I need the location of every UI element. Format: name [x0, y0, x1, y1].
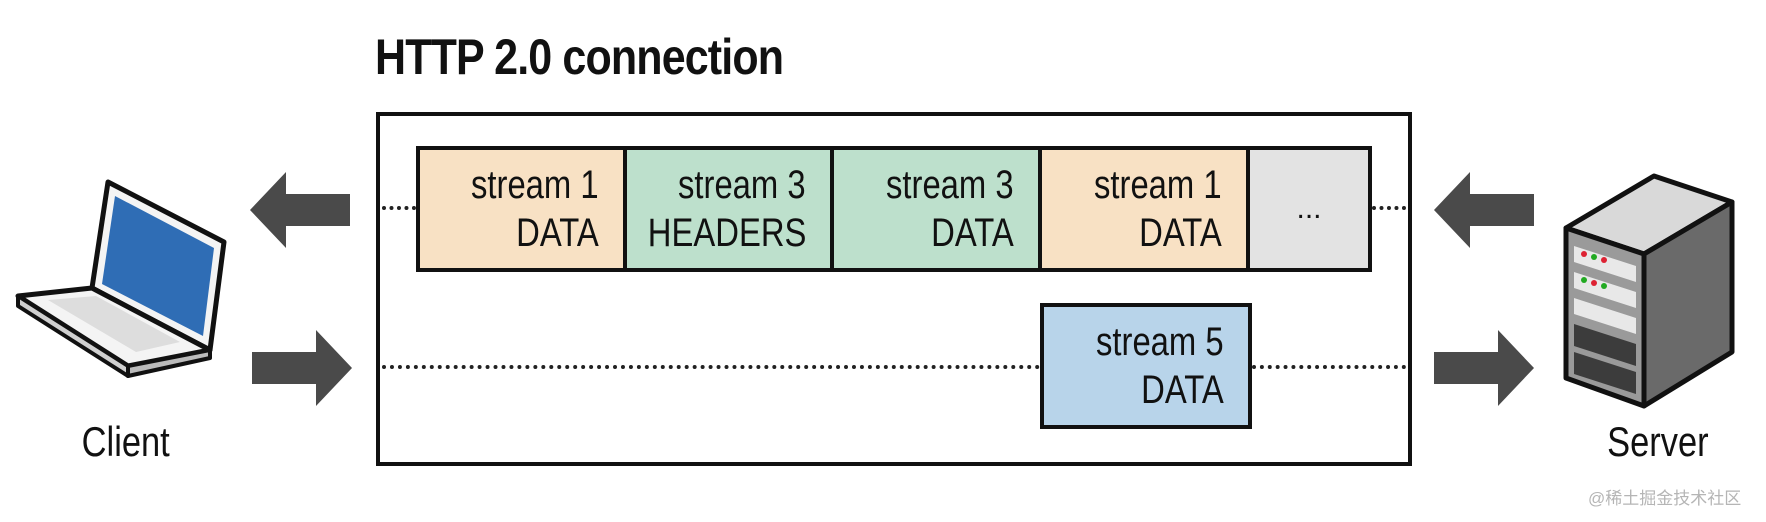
lane1-dotted-line-right — [1372, 206, 1406, 210]
frame-stream5-data: stream 5 DATA — [1040, 303, 1252, 429]
frame-stream-label: stream 3 — [886, 163, 1014, 207]
lane2-dotted-line-right — [1252, 365, 1406, 369]
watermark: @稀土掘金技术社区 — [1588, 489, 1742, 508]
laptop-icon — [15, 179, 227, 378]
frame-stream3-headers: stream 3 HEADERS — [623, 146, 834, 272]
arrow-left-icon — [250, 172, 350, 248]
ellipsis-label: ... — [1296, 192, 1322, 225]
frame-type-label: DATA — [516, 211, 599, 255]
frame-stream-label: stream 5 — [1096, 320, 1224, 364]
frame-stream-label: stream 1 — [1094, 163, 1222, 207]
server-label: Server — [1607, 418, 1709, 465]
arrow-right-icon — [252, 330, 352, 406]
lane2-dotted-line-left — [382, 365, 1040, 369]
frame-stream-label: stream 1 — [471, 163, 599, 207]
frame-type-label: DATA — [1141, 368, 1224, 412]
arrow-left-icon — [1434, 172, 1534, 248]
client-label: Client — [81, 418, 170, 465]
frame-type-label: DATA — [1139, 211, 1222, 255]
lane1-dotted-line-left — [382, 206, 416, 210]
frame-stream1-data: stream 1 DATA — [416, 146, 627, 272]
diagram-title: HTTP 2.0 connection — [375, 29, 784, 85]
frame-stream-label: stream 3 — [678, 163, 806, 207]
server-icon — [1563, 173, 1735, 409]
frame-type-label: HEADERS — [647, 211, 806, 255]
arrow-right-icon — [1434, 330, 1534, 406]
frame-stream1-data: stream 1 DATA — [1038, 146, 1250, 272]
frame-stream3-data: stream 3 DATA — [830, 146, 1042, 272]
frame-type-label: DATA — [931, 211, 1014, 255]
frame-more-ellipsis: ... — [1246, 146, 1372, 272]
